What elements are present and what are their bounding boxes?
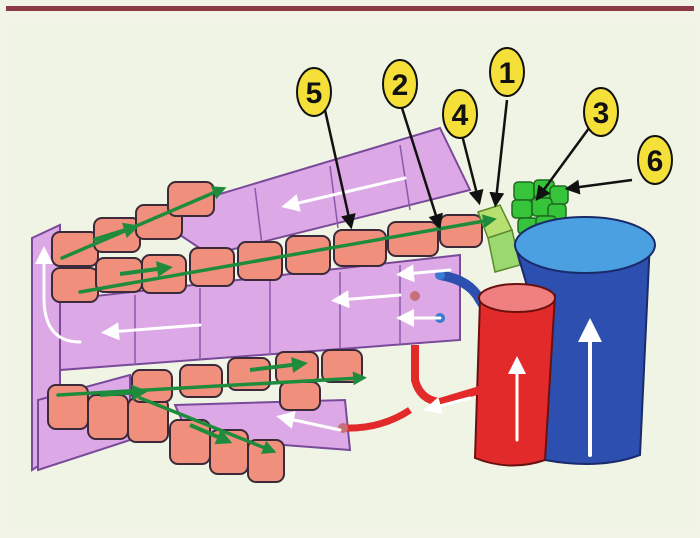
- callout-4-label: 4: [452, 99, 469, 132]
- callout-5-label: 5: [306, 77, 323, 110]
- callout-1: 1: [490, 48, 524, 96]
- callout-5: 5: [297, 68, 331, 116]
- callout-2-label: 2: [392, 69, 409, 102]
- artery: [475, 284, 555, 466]
- callout-1-label: 1: [499, 57, 516, 90]
- callout-4: 4: [443, 90, 477, 138]
- callout-6-label: 6: [647, 145, 664, 178]
- callout-3-label: 3: [593, 97, 610, 130]
- artery-branch: [415, 345, 480, 402]
- callout-3: 3: [584, 88, 618, 136]
- callout-2: 2: [383, 60, 417, 108]
- callout-6: 6: [638, 136, 672, 184]
